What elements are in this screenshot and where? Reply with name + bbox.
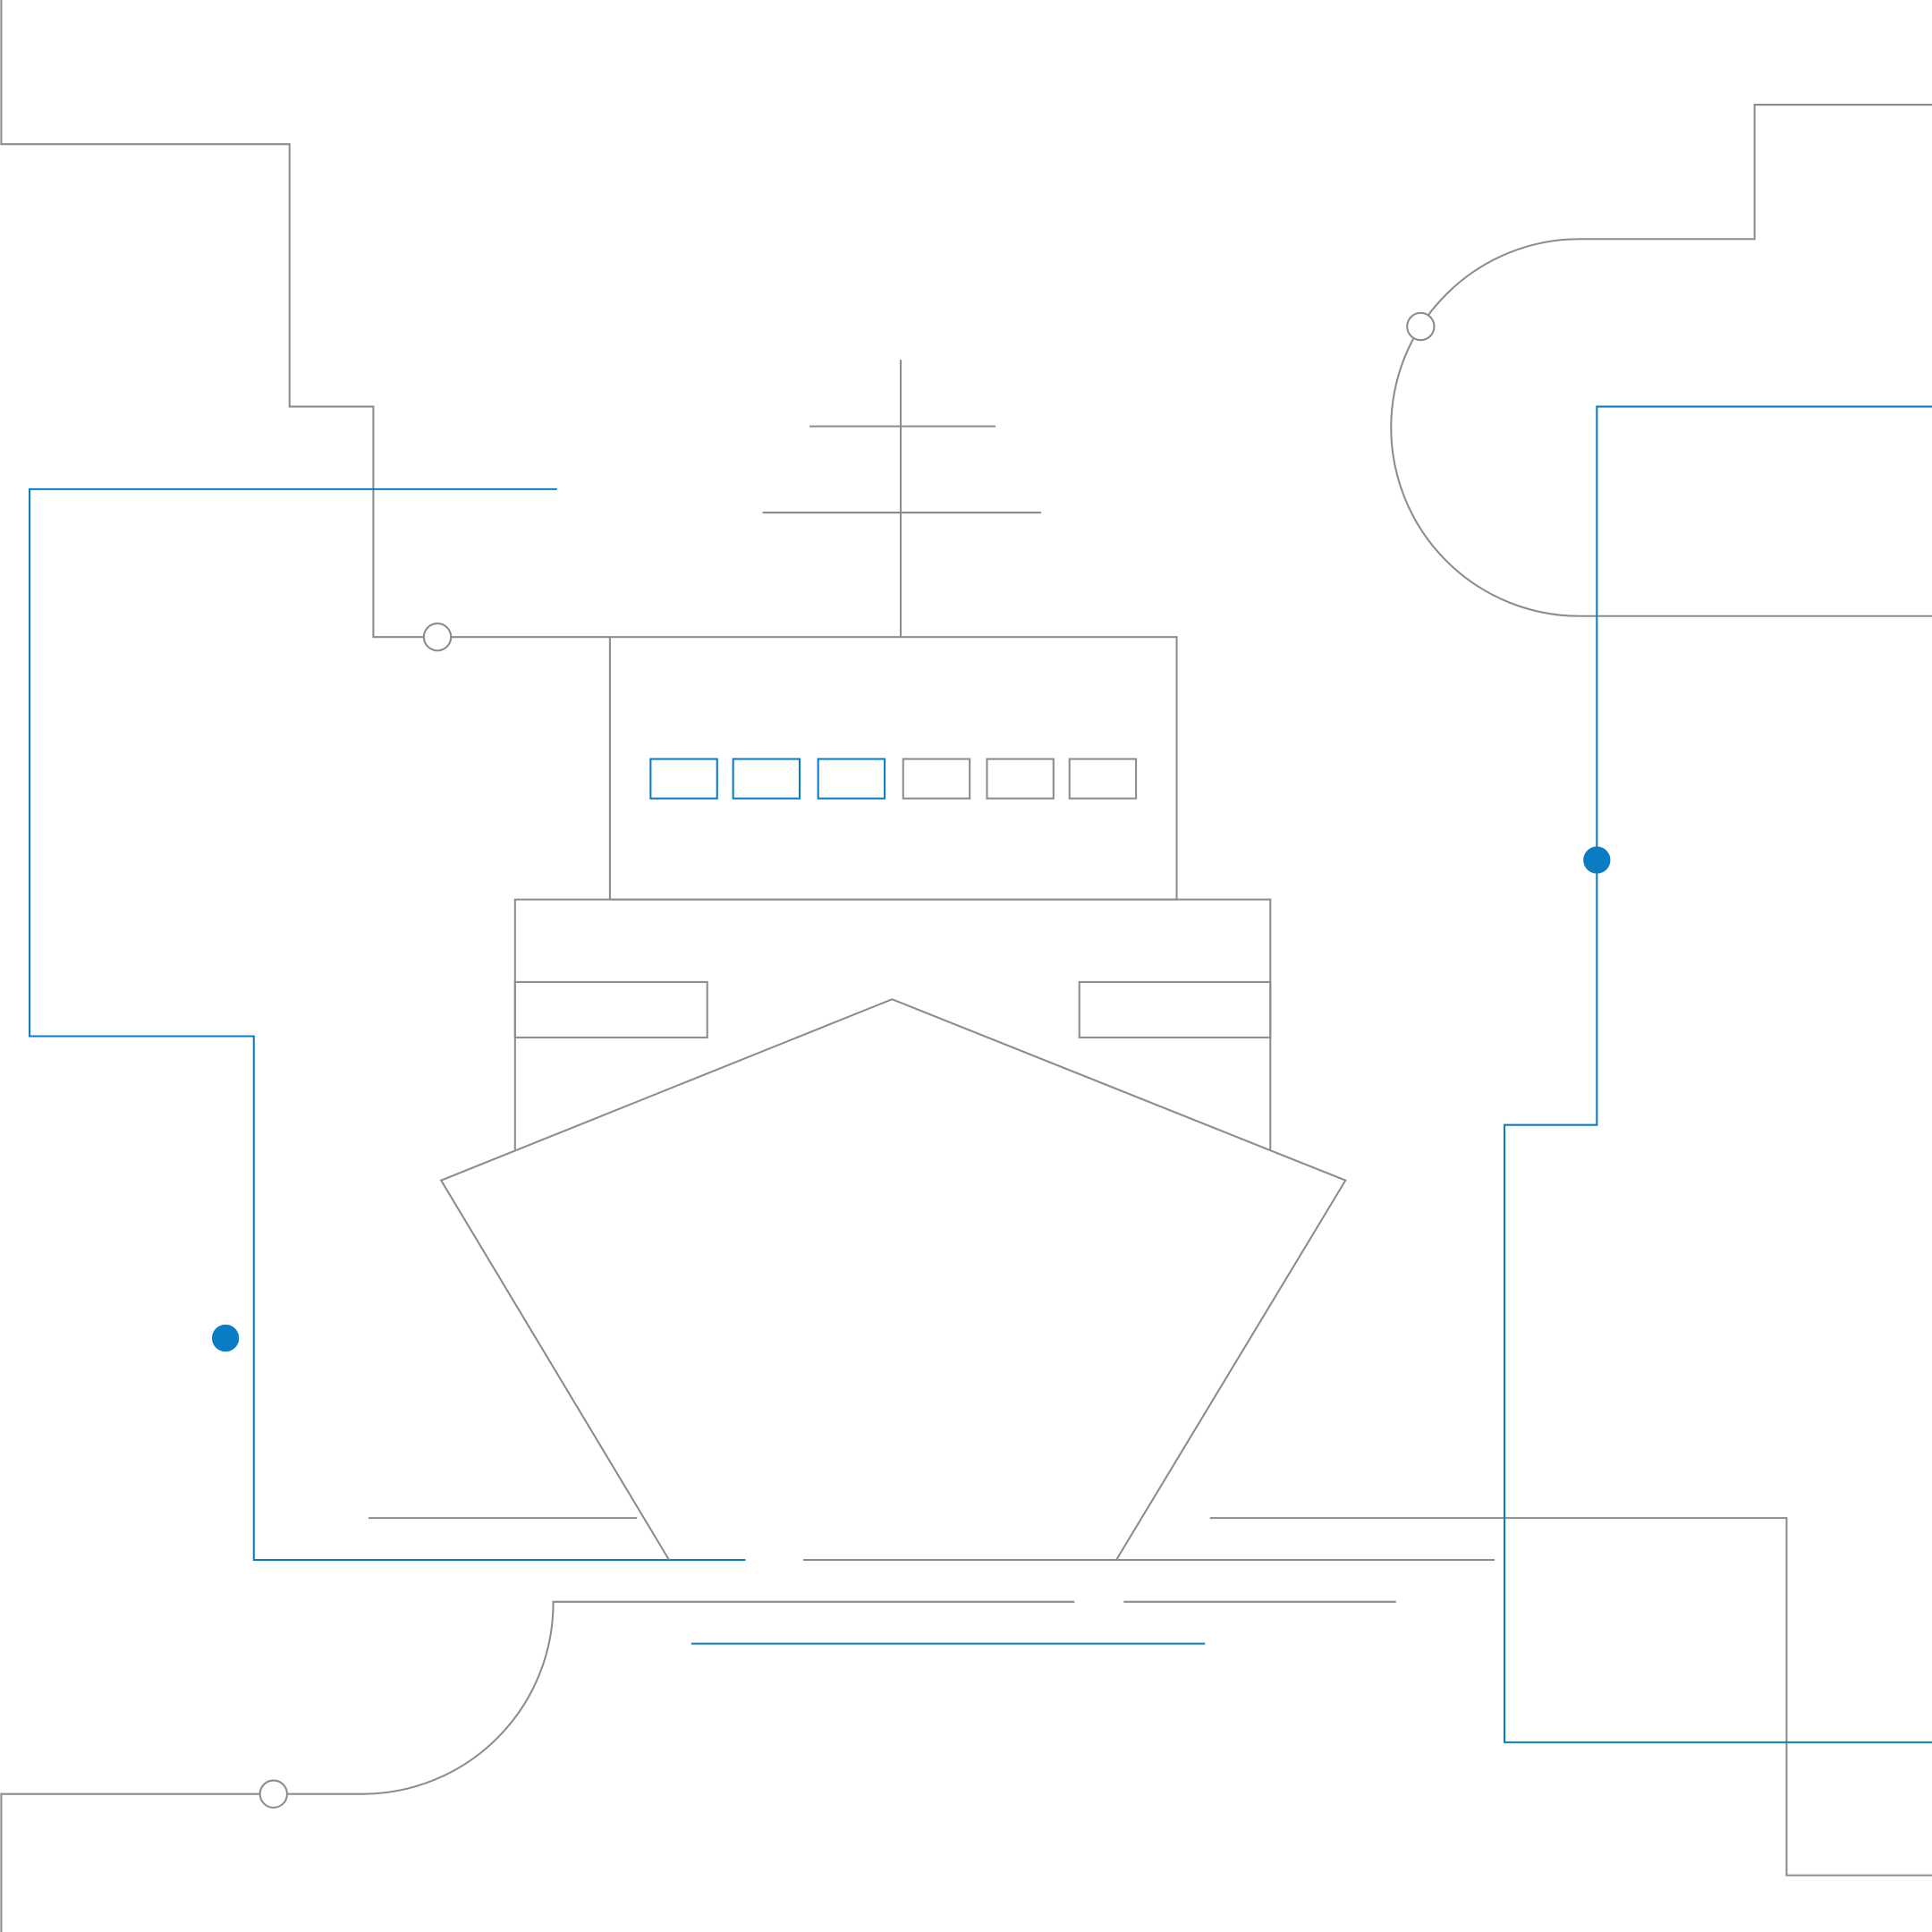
circuit-node-icon	[258, 1779, 289, 1809]
bridge-window	[732, 758, 801, 800]
bridge-window	[986, 758, 1055, 800]
circuit-trace-top-left	[0, 0, 424, 639]
bridge-window	[649, 758, 718, 800]
hull-upper	[513, 898, 1272, 1150]
bridge-window	[1068, 758, 1138, 800]
circuit-node-icon	[422, 623, 453, 652]
blue-trace-left	[29, 487, 746, 1562]
deck-panel-right	[1078, 980, 1272, 1038]
circuit-trace-bottom-right	[1209, 1517, 1932, 1877]
ship-bow	[439, 998, 1347, 1561]
circuit-trace-top-right	[1390, 104, 1932, 617]
deck-panel-left	[513, 980, 708, 1038]
bridge	[608, 636, 1178, 901]
circuit-trace-bottom-left	[0, 1600, 1075, 1932]
blue-trace-right	[1503, 405, 1932, 1743]
bridge-windows	[649, 758, 1138, 800]
bridge-window	[902, 758, 971, 800]
blue-dot-icon	[1583, 846, 1611, 874]
mast-icon	[762, 360, 1042, 638]
bridge-window	[817, 758, 886, 800]
circuit-node-icon	[1406, 311, 1436, 342]
blue-dot-icon	[211, 1324, 240, 1352]
